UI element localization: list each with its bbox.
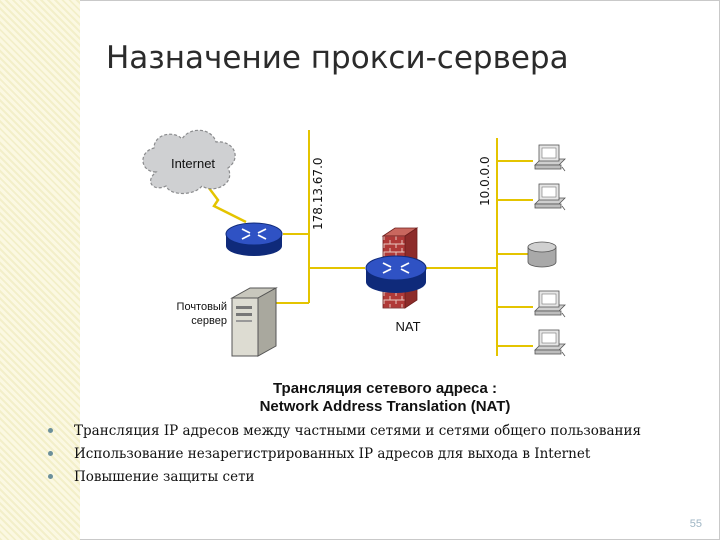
bullet-item: Повышение защиты сети: [48, 466, 641, 489]
bullet-text: Трансляция IP адресов между частными сет…: [74, 423, 642, 439]
decorative-stripe: [0, 0, 80, 540]
caption-line-2: Network Address Translation (NAT): [259, 398, 511, 415]
workstation-icon: [534, 329, 566, 357]
bullet-text: Использование незарегистрированных IP ад…: [74, 446, 591, 462]
external-router-icon: [225, 222, 283, 256]
internet-label: Internet: [171, 156, 215, 171]
nat-caption: Трансляция сетевого адреса : Network Add…: [200, 380, 570, 416]
mail-server-icon: [230, 287, 278, 357]
page-number: 55: [689, 518, 702, 530]
workstation-icon: [534, 183, 566, 211]
mail-server-label-line2: сервер: [191, 315, 227, 327]
storage-icon: [527, 241, 557, 268]
bullet-icon: [48, 428, 53, 433]
bullet-icon: [48, 451, 53, 456]
workstation-icon: [534, 144, 566, 172]
slide-title: Назначение прокси-сервера: [106, 40, 569, 76]
external-ip-label: 178.13.67.0: [311, 157, 325, 230]
mail-server-label-line1: Почтовый: [177, 301, 227, 313]
bullet-item: Трансляция IP адресов между частными сет…: [48, 420, 641, 443]
bullet-list: Трансляция IP адресов между частными сет…: [48, 420, 641, 489]
workstation-icon: [534, 290, 566, 318]
internal-network-label: 10.0.0.0: [478, 156, 492, 206]
bullet-text: Повышение защиты сети: [74, 469, 255, 485]
nat-router-icon: [365, 255, 427, 293]
bullet-item: Использование незарегистрированных IP ад…: [48, 443, 641, 466]
caption-line-1: Трансляция сетевого адреса :: [272, 380, 498, 397]
internet-cloud: [142, 129, 236, 195]
nat-label: NAT: [395, 319, 420, 334]
bullet-icon: [48, 474, 53, 479]
